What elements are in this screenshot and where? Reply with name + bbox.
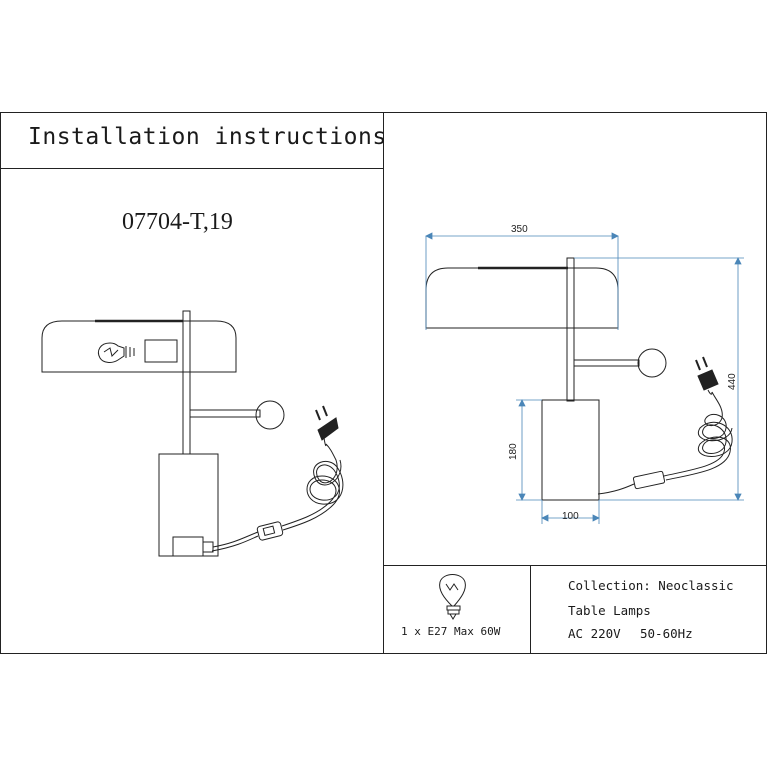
plug-icon bbox=[315, 405, 339, 447]
spec-frequency: 50-60Hz bbox=[640, 626, 693, 641]
bulb-spec: 1 x E27 Max 60W bbox=[401, 625, 501, 638]
lamp-sketch bbox=[41, 310, 344, 557]
dim-width-top: 350 bbox=[511, 224, 528, 235]
bulb-sketch-icon bbox=[97, 342, 135, 363]
dimension-lines bbox=[425, 232, 744, 524]
spec-collection: Collection: Neoclassic bbox=[568, 578, 734, 593]
dim-height-total: 440 bbox=[727, 373, 738, 390]
page-title: Installation instructions bbox=[28, 124, 387, 150]
lamp-technical-drawing bbox=[425, 257, 733, 501]
spec-voltage: AC 220V bbox=[568, 626, 621, 641]
frame bbox=[0, 112, 767, 654]
spec-category: Table Lamps bbox=[568, 603, 651, 618]
model-code: 07704-T,19 bbox=[122, 209, 233, 235]
light-bulb-icon bbox=[439, 574, 466, 620]
dimension-labels: 350 440 180 100 bbox=[508, 224, 738, 522]
dim-base-height: 180 bbox=[508, 443, 519, 460]
plug-icon bbox=[695, 356, 719, 395]
dim-base-width: 100 bbox=[562, 511, 579, 522]
